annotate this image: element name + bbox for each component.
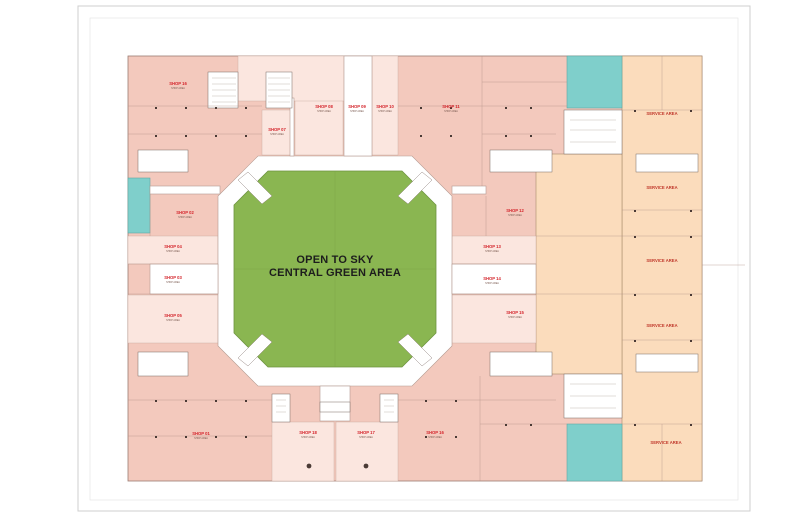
service-labels: SERVICE AREA SERVICE AREA SERVICE AREA S… — [646, 111, 681, 445]
shop-08-zone — [294, 97, 344, 156]
shop-10-zone — [371, 55, 399, 156]
shop-08-label: SHOP 08 — [315, 104, 333, 109]
service-block — [621, 55, 703, 482]
shop-02-sub: SHOP AREA — [178, 216, 192, 219]
shop-09-label: SHOP 09 — [348, 104, 366, 109]
shop-01-sub: SHOP AREA — [194, 437, 208, 440]
sheet-inner-border — [89, 17, 739, 501]
shop-12-label: SHOP 12 — [506, 208, 524, 213]
shop-04-sub: SHOP AREA — [166, 250, 180, 253]
atrium-bottom — [566, 423, 623, 482]
shop-17-label: SHOP 17 — [357, 430, 375, 435]
shop-13-label: SHOP 13 — [483, 244, 501, 249]
partition-lines — [128, 56, 745, 481]
shop-02-zone — [127, 294, 219, 344]
shop-11-sub: SHOP AREA — [444, 110, 458, 113]
shop-09-sub: SHOP AREA — [350, 110, 364, 113]
shop-16-bottom-sub: SHOP AREA — [428, 436, 442, 439]
shop-17-zone — [335, 421, 399, 482]
stair-treads — [212, 77, 616, 413]
sheet-outer-border — [77, 5, 751, 512]
shop-18-sub: SHOP AREA — [301, 436, 315, 439]
shop-16-bottom-label: SHOP 16 — [426, 430, 444, 435]
shop-10-label: SHOP 10 — [376, 104, 394, 109]
shop-18-zone — [271, 421, 335, 482]
shop-03-label: SHOP 03 — [164, 275, 182, 280]
shop-07-label: SHOP 07 — [268, 127, 286, 132]
shop-14-sub: SHOP AREA — [485, 282, 499, 285]
shop-15-zone — [451, 294, 537, 344]
shop-04-label: SHOP 04 — [164, 244, 182, 249]
atrium-left — [127, 177, 151, 234]
service-middle-block — [535, 153, 623, 375]
shop-02-label: SHOP 02 — [176, 210, 194, 215]
green-area-subtitle: CENTRAL GREEN AREA — [269, 267, 401, 279]
shop-16-top-label: SHOP 16 — [169, 81, 187, 86]
service-area-2-label: SERVICE AREA — [646, 185, 677, 190]
service-area-5-label: SERVICE AREA — [650, 440, 681, 445]
service-area-4-label: SERVICE AREA — [646, 323, 677, 328]
shop-11-label: SHOP 11 — [442, 104, 460, 109]
shop-04-zone — [127, 235, 219, 265]
atrium-top — [566, 55, 623, 109]
shop-01-label: SHOP 01 — [192, 431, 210, 436]
shop-03-sub: SHOP AREA — [166, 281, 180, 284]
green-area-title: OPEN TO SKY — [296, 254, 374, 266]
shop-07-zone — [261, 109, 293, 156]
shop-08-sub: SHOP AREA — [317, 110, 331, 113]
shop-05-label: SHOP 05 — [164, 313, 182, 318]
shop-10-sub: SHOP AREA — [378, 110, 392, 113]
shop-13-zone — [451, 235, 537, 265]
shop-15-label: SHOP 15 — [506, 310, 524, 315]
shop-05-sub: SHOP AREA — [166, 319, 180, 322]
structural-columns — [155, 107, 692, 469]
shop-13-sub: SHOP AREA — [485, 250, 499, 253]
service-area-1-label: SERVICE AREA — [646, 111, 677, 116]
shop-15-sub: SHOP AREA — [508, 316, 522, 319]
shop-labels: SHOP 16 SHOP AREA SHOP 07 SHOP AREA SHOP… — [164, 81, 524, 440]
shop-12-sub: SHOP AREA — [508, 214, 522, 217]
shop-07-sub: SHOP AREA — [270, 133, 284, 136]
shop-17-sub: SHOP AREA — [359, 436, 373, 439]
escalators — [237, 171, 433, 367]
shop-18-label: SHOP 18 — [299, 430, 317, 435]
shop-16-top-sub: SHOP AREA — [171, 87, 185, 90]
shop-14-label: SHOP 14 — [483, 276, 501, 281]
service-area-3-label: SERVICE AREA — [646, 258, 677, 263]
